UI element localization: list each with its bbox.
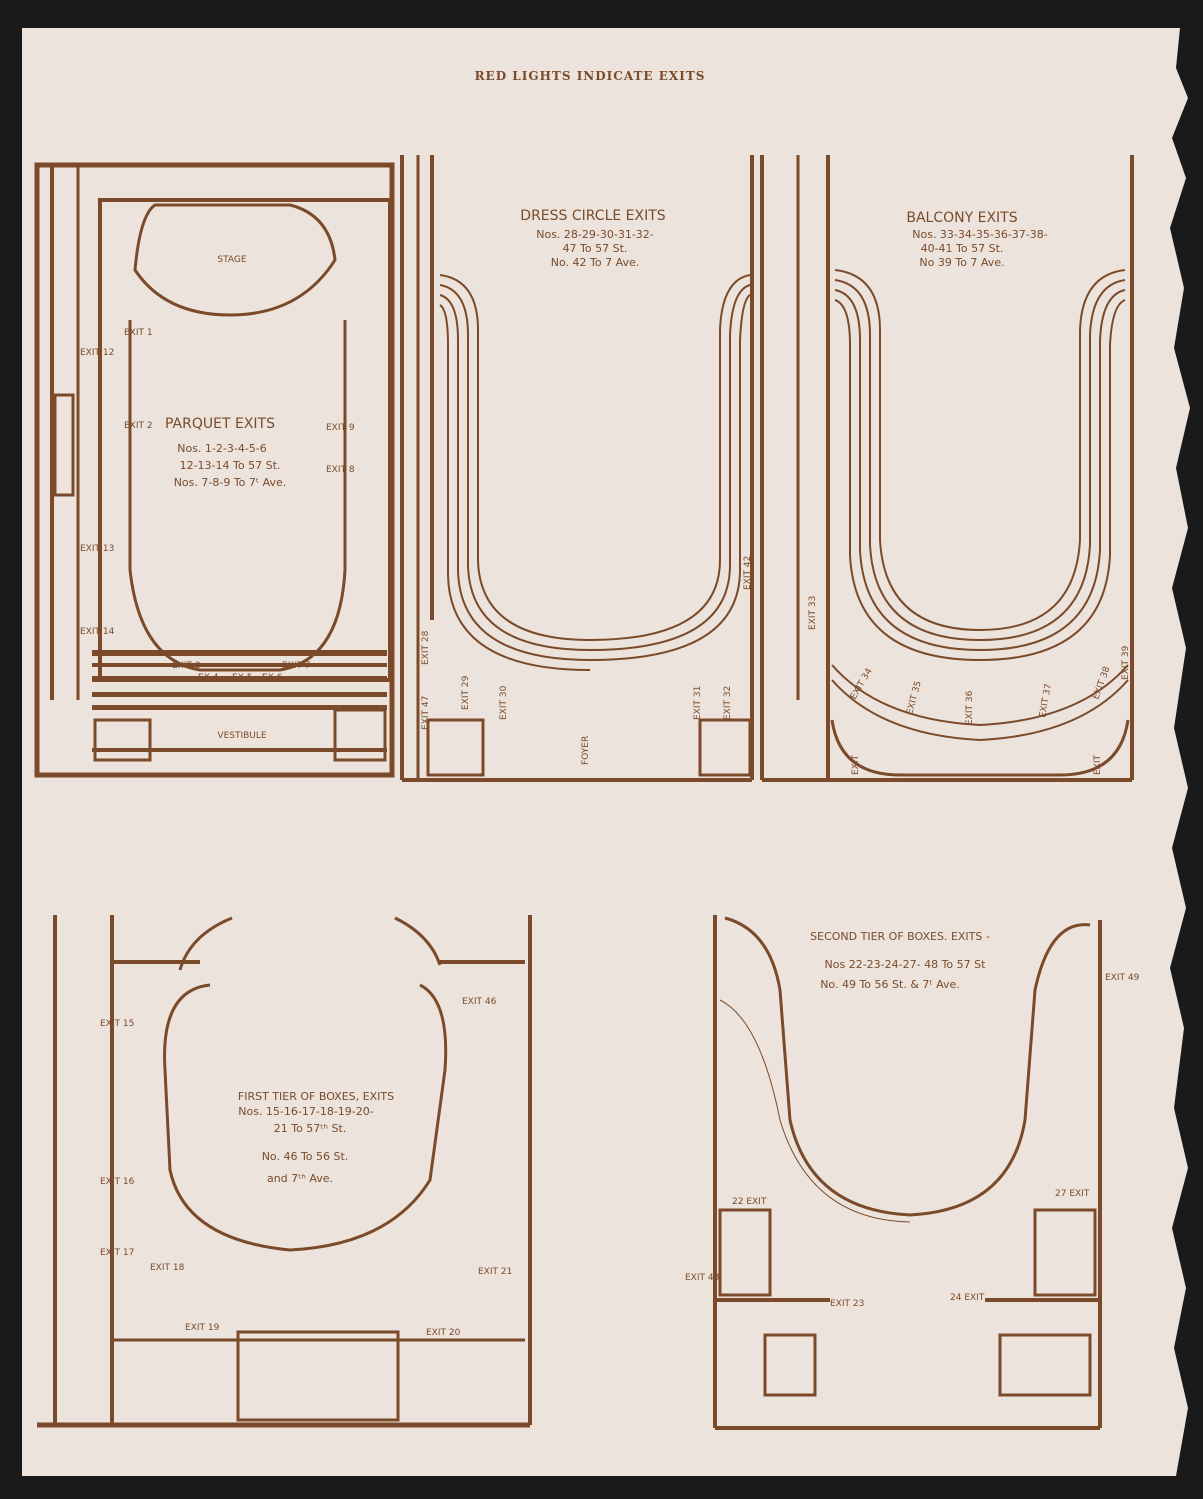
parquet-line-1: Nos. 1-2-3-4-5-6 [177, 442, 267, 455]
exit-35: EXIT 35 [905, 680, 924, 716]
exit-8: EXIT 8 [326, 465, 355, 475]
foyer-label: FOYER [581, 736, 591, 765]
exit-18: EXIT 18 [150, 1263, 185, 1273]
dress-circle-plan: DRESS CIRCLE EXITS Nos. 28-29-30-31-32- … [400, 155, 754, 782]
parquet-plan: STAGE VESTIBULE PARQUET EXITS Nos. 1-2-3… [34, 162, 395, 778]
parquet-line-2: 12-13-14 To 57 St. [180, 459, 281, 472]
exit-1: EXIT 1 [124, 328, 153, 338]
exit-16: EXIT 16 [100, 1177, 135, 1187]
exit-24: 24 EXIT [950, 1293, 985, 1303]
dress-circle-line-2: 47 To 57 St. [563, 242, 628, 255]
vestibule-label: VESTIBULE [217, 731, 266, 741]
exit-9: EXIT 9 [326, 423, 355, 433]
first-tier-line-4: and 7ᵗʰ Ave. [267, 1172, 333, 1185]
exit-46: EXIT 46 [462, 997, 497, 1007]
first-tier-line-1: Nos. 15-16-17-18-19-20- [238, 1105, 374, 1118]
second-tier-plan: SECOND TIER OF BOXES. EXITS - Nos 22-23-… [685, 915, 1140, 1430]
parquet-line-3: Nos. 7-8-9 To 7ᵗ Ave. [174, 476, 287, 489]
dress-circle-line-1: Nos. 28-29-30-31-32- [536, 228, 654, 241]
dress-circle-line-3: No. 42 To 7 Ave. [551, 256, 639, 269]
second-tier-line-2: No. 49 To 56 St. & 7ᵗ Ave. [820, 978, 960, 991]
first-tier-plan: FIRST TIER OF BOXES, EXITS Nos. 15-16-17… [37, 915, 532, 1428]
exit-32: EXIT 32 [723, 686, 733, 720]
exit-40: EXIT [851, 754, 861, 775]
exit-20: EXIT 20 [426, 1328, 461, 1338]
stage-label: STAGE [217, 255, 246, 265]
exit-39: EXIT 39 [1121, 645, 1131, 680]
first-tier-line-2: 21 To 57ᵗʰ St. [274, 1122, 347, 1135]
exit-15: EXIT 15 [100, 1019, 134, 1029]
exit-4: EX 4 [198, 673, 219, 683]
exit-41: EXIT [1093, 754, 1103, 775]
second-tier-line-1: Nos 22-23-24-27- 48 To 57 St [825, 958, 987, 971]
second-tier-title: SECOND TIER OF BOXES. EXITS - [810, 930, 990, 943]
exit-2: EXIT 2 [124, 421, 153, 431]
exit-7: EXIT 7 [282, 661, 311, 671]
exit-19: EXIT 19 [185, 1323, 220, 1333]
exit-36: EXIT 36 [965, 690, 975, 725]
exit-5: EX 5 [232, 673, 252, 683]
parquet-title: PARQUET EXITS [165, 416, 275, 432]
page-header: RED LIGHTS INDICATE EXITS [475, 69, 706, 83]
exit-30: EXIT 30 [499, 685, 509, 720]
exit-29: EXIT 29 [461, 675, 471, 710]
exit-31: EXIT 31 [693, 686, 703, 720]
exit-22: 22 EXIT [732, 1197, 767, 1207]
exit-21: EXIT 21 [478, 1267, 512, 1277]
exit-27: 27 EXIT [1055, 1189, 1090, 1199]
exit-49: EXIT 49 [1105, 973, 1140, 983]
exit-12: EXIT 12 [80, 348, 114, 358]
balcony-line-1: Nos. 33-34-35-36-37-38- [912, 228, 1048, 241]
exit-47: EXIT 47 [421, 696, 431, 730]
exit-3: EXIT 3 [172, 661, 201, 671]
exit-17: EXIT 17 [100, 1248, 134, 1258]
torn-edge [1150, 28, 1190, 1476]
exit-13: EXIT 13 [80, 544, 114, 554]
balcony-title: BALCONY EXITS [906, 210, 1017, 226]
exit-6: EX 6 [262, 673, 283, 683]
exit-28: EXIT 28 [421, 630, 431, 665]
exit-33: EXIT 33 [808, 596, 818, 630]
balcony-plan: BALCONY EXITS Nos. 33-34-35-36-37-38- 40… [760, 155, 1134, 782]
first-tier-title: FIRST TIER OF BOXES, EXITS [238, 1090, 394, 1103]
exit-14: EXIT 14 [80, 627, 115, 637]
exit-23: EXIT 23 [830, 1299, 864, 1309]
exit-48: EXIT 48 [685, 1273, 720, 1283]
balcony-line-3: No 39 To 7 Ave. [919, 256, 1004, 269]
dress-circle-title: DRESS CIRCLE EXITS [520, 208, 666, 224]
first-tier-line-3: No. 46 To 56 St. [262, 1150, 349, 1163]
balcony-line-2: 40-41 To 57 St. [921, 242, 1004, 255]
exit-42: EXIT 42 [743, 556, 753, 590]
